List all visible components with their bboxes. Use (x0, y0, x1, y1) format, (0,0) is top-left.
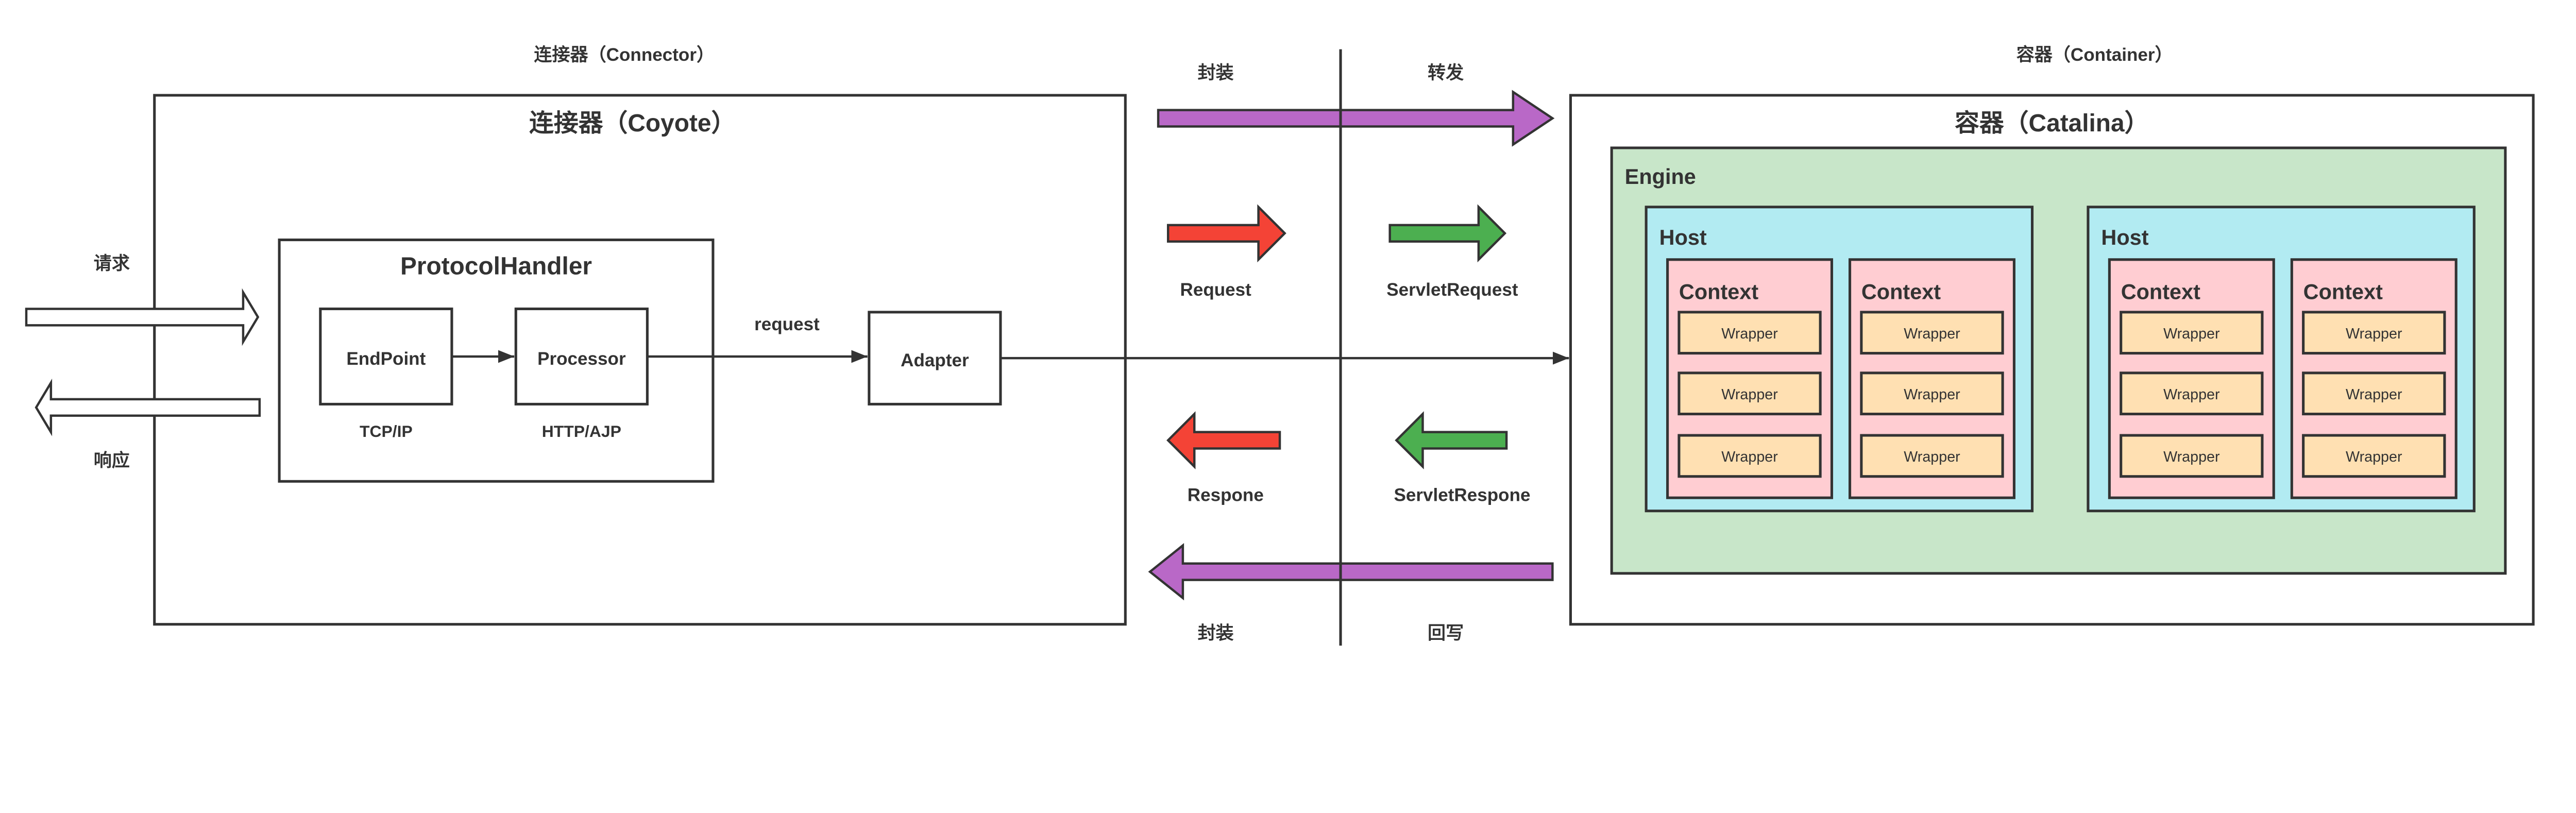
servlet-request-green-arrow (1388, 204, 1507, 263)
processor-protocol: HTTP/AJP (542, 422, 621, 441)
wrapper-box (1860, 371, 2004, 416)
response-hollow-arrow (35, 378, 261, 436)
endpoint-protocol: TCP/IP (360, 422, 413, 441)
engine-label: Engine (1625, 164, 1696, 189)
wrapper-label: Wrapper (1721, 326, 1778, 342)
servlet-respone-green-arrow (1395, 411, 1508, 469)
request-hollow-arrow (25, 288, 260, 346)
response-label: 响应 (94, 450, 130, 471)
wrapper-label: Wrapper (1721, 386, 1778, 403)
wrapper-box (2120, 434, 2264, 478)
host-1: HostContextWrapperWrapperWrapperContextW… (1645, 206, 2034, 513)
tomcat-architecture-diagram: 连接器（Connector） 连接器（Coyote） 请求 响应 Protoco… (25, 45, 2535, 646)
servlet-request-label: ServletRequest (1386, 280, 1518, 300)
request-red-arrow (1166, 204, 1286, 263)
wrapper-label: Wrapper (1904, 386, 1960, 403)
wrapper: Wrapper (2302, 434, 2446, 478)
write-back-purple-arrow (1148, 543, 1554, 601)
request-object-label: Request (1180, 280, 1252, 300)
host-2: HostContextWrapperWrapperWrapperContextW… (2087, 206, 2476, 513)
wrapper: Wrapper (2120, 311, 2264, 355)
wrapper-label: Wrapper (1904, 326, 1960, 342)
respone-label: Respone (1188, 485, 1264, 505)
servlet-respone-label: ServletRespone (1394, 485, 1530, 505)
wrapper-box (1677, 311, 1822, 355)
wrapper-label: Wrapper (2163, 326, 2220, 342)
host-label: Host (2101, 225, 2148, 249)
wrapper-label: Wrapper (2163, 386, 2220, 403)
write-back-label: 回写 (1428, 623, 1464, 643)
protocol-handler-title: ProtocolHandler (400, 253, 592, 280)
wrapper: Wrapper (2120, 434, 2264, 478)
host-label: Host (1659, 225, 1707, 249)
processor-label: Processor (537, 349, 626, 369)
wrapper: Wrapper (1860, 311, 2004, 355)
wrapper-box (2302, 434, 2446, 478)
context-label: Context (1679, 279, 1758, 303)
context-label: Context (2303, 279, 2383, 303)
adapter-label: Adapter (901, 350, 969, 370)
wrapper-label: Wrapper (2346, 326, 2402, 342)
wrapper-box (2302, 371, 2446, 416)
wrapper-box (2120, 311, 2264, 355)
container-outer-label: 容器（Container） (2016, 45, 2173, 65)
wrapper-label: Wrapper (2163, 449, 2220, 465)
wrapper-box (2302, 311, 2446, 355)
processor-box (514, 307, 649, 405)
wrapper-label: Wrapper (2346, 449, 2402, 465)
context-label: Context (2121, 279, 2200, 303)
request-edge-label: request (754, 314, 820, 334)
wrapper: Wrapper (1677, 434, 1822, 478)
context-label: Context (1861, 279, 1941, 303)
wrapper-label: Wrapper (1721, 449, 1778, 465)
wrapper-label: Wrapper (1904, 449, 1960, 465)
catalina-title: 容器（Catalina） (1955, 110, 2149, 137)
wrapper: Wrapper (2302, 311, 2446, 355)
wrapper: Wrapper (1860, 371, 2004, 416)
wrap-forward-purple-arrow (1157, 90, 1555, 147)
wrapper: Wrapper (2120, 371, 2264, 416)
wrapper-label: Wrapper (2346, 386, 2402, 403)
wrapper-box (1677, 434, 1822, 478)
wrap-label-top: 封装 (1198, 63, 1234, 83)
wrapper-box (2120, 371, 2264, 416)
wrap-label-bottom: 封装 (1198, 623, 1234, 643)
endpoint-label: EndPoint (346, 349, 426, 369)
wrapper: Wrapper (2302, 371, 2446, 416)
coyote-title: 连接器（Coyote） (529, 110, 736, 137)
request-label: 请求 (94, 253, 130, 274)
respone-red-arrow (1166, 411, 1281, 469)
wrapper-box (1677, 371, 1822, 416)
endpoint-box (319, 307, 453, 405)
wrapper: Wrapper (1860, 434, 2004, 478)
wrapper-box (1860, 311, 2004, 355)
connector-outer-label: 连接器（Connector） (534, 45, 715, 65)
wrapper: Wrapper (1677, 311, 1822, 355)
forward-label: 转发 (1428, 63, 1464, 83)
wrapper-box (1860, 434, 2004, 478)
adapter-box (868, 311, 1002, 405)
wrapper: Wrapper (1677, 371, 1822, 416)
